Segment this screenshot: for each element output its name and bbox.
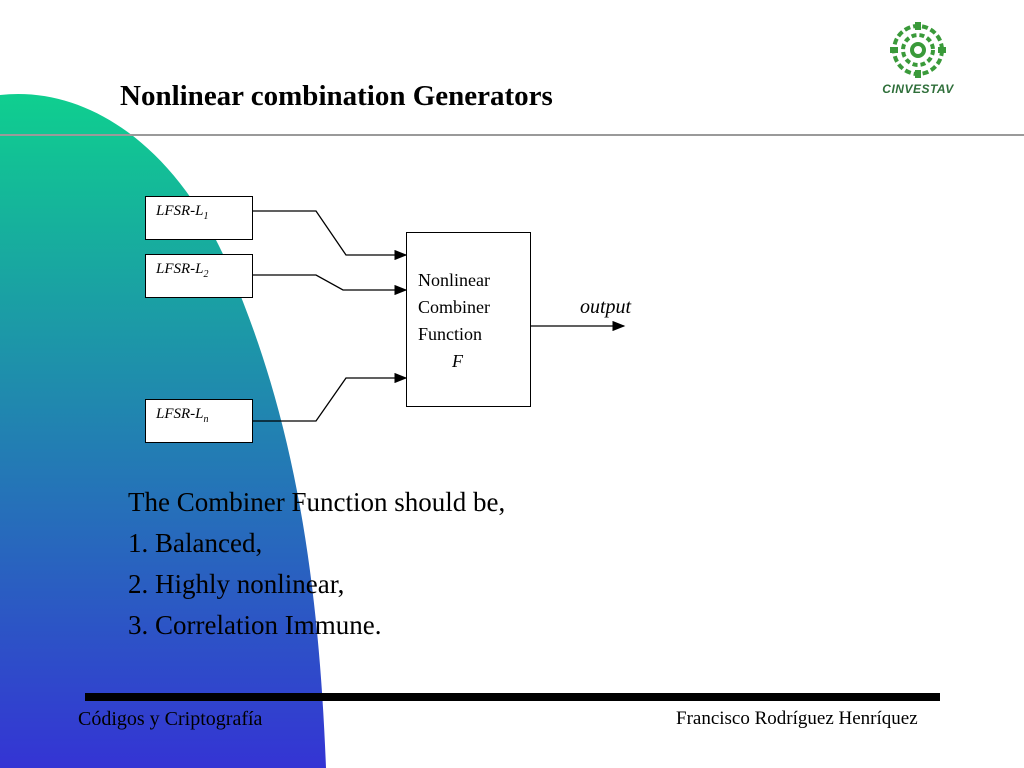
requirements-text: The Combiner Function should be, 1. Bala… — [128, 482, 505, 646]
lfsr-register-1: LFSR-L1 — [145, 196, 253, 240]
requirements-intro: The Combiner Function should be, — [128, 487, 506, 517]
title-divider — [0, 134, 1024, 136]
combiner-function-box: Nonlinear Combiner Function F — [406, 232, 531, 407]
slide-title: Nonlinear combination Generators — [120, 80, 553, 112]
footer-author-name: Francisco Rodríguez Henríquez — [676, 708, 918, 729]
lfsr-label-sub: n — [203, 414, 209, 425]
connector-lfsr-n — [253, 372, 408, 422]
requirement-item: 2. Highly nonlinear, — [128, 569, 345, 599]
combiner-symbol: F — [452, 351, 463, 371]
connector-lfsr-2 — [253, 274, 408, 296]
lfsr-label-var: L — [195, 261, 204, 277]
footer-course-name: Códigos y Criptografía — [78, 708, 263, 730]
lfsr-label-var: L — [195, 406, 204, 422]
lfsr-label-prefix: LFSR- — [156, 261, 196, 277]
footer-divider — [85, 693, 940, 701]
cinvestav-logo-icon — [890, 22, 946, 78]
logo-text: CINVESTAV — [882, 82, 954, 96]
lfsr-label-sub: 2 — [203, 269, 209, 280]
combiner-line-2: Combiner — [418, 297, 490, 317]
lfsr-label-sub: 1 — [203, 211, 209, 222]
requirement-item: 3. Correlation Immune. — [128, 610, 382, 640]
requirement-item: 1. Balanced, — [128, 528, 263, 558]
combiner-line-1: Nonlinear — [418, 270, 490, 290]
cinvestav-logo: CINVESTAV — [872, 20, 964, 106]
output-label: output — [580, 296, 632, 318]
combiner-line-3: Function — [418, 324, 483, 344]
lfsr-label-var: L — [195, 203, 204, 219]
connector-lfsr-1 — [253, 210, 408, 261]
lfsr-label-prefix: LFSR- — [156, 203, 196, 219]
lfsr-label-prefix: LFSR- — [156, 406, 196, 422]
lfsr-register-2: LFSR-L2 — [145, 254, 253, 298]
lfsr-register-n: LFSR-Ln — [145, 399, 253, 443]
